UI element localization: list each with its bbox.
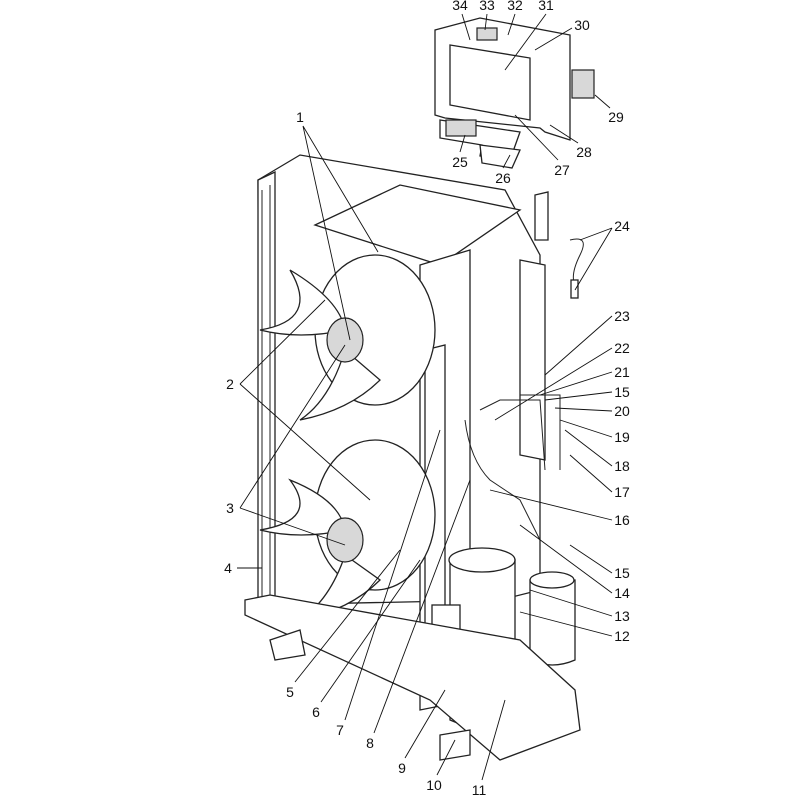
callout-21: 21: [614, 364, 630, 380]
callout-29: 29: [608, 109, 624, 125]
callout-34: 34: [452, 0, 468, 13]
callout-30: 30: [574, 17, 590, 33]
callout-9: 9: [398, 760, 406, 776]
callout-4: 4: [224, 560, 232, 576]
callout-7: 7: [336, 722, 344, 738]
callout-32: 32: [507, 0, 523, 13]
callout-19: 19: [614, 429, 630, 445]
callout-27: 27: [554, 162, 570, 178]
callout-23: 23: [614, 308, 630, 324]
callout-11: 11: [471, 782, 487, 798]
callout-8: 8: [366, 735, 374, 751]
callout-5: 5: [286, 684, 294, 700]
callout-10: 10: [426, 777, 442, 793]
control-box: [434, 17, 595, 169]
callout-18: 18: [614, 458, 630, 474]
callout-15-lower: 15: [614, 565, 630, 581]
callout-33: 33: [479, 0, 495, 13]
callout-16: 16: [614, 512, 630, 528]
callout-3: 3: [226, 500, 234, 516]
callout-31: 31: [538, 0, 554, 13]
callout-12: 12: [614, 628, 630, 644]
loose-parts: [534, 191, 584, 299]
callout-13: 13: [614, 608, 630, 624]
leader-lines: [237, 13, 613, 781]
callout-24: 24: [614, 218, 630, 234]
callout-20: 20: [614, 403, 630, 419]
callout-14: 14: [614, 585, 630, 601]
callout-15-upper: 15: [614, 384, 630, 400]
callout-28: 28: [576, 144, 592, 160]
base-pan: [244, 594, 581, 761]
callout-6: 6: [312, 704, 320, 720]
callout-22: 22: [614, 340, 630, 356]
callout-17: 17: [614, 484, 630, 500]
callout-1: 1: [296, 109, 304, 125]
callout-26: 26: [495, 170, 511, 186]
callout-25: 25: [452, 154, 468, 170]
callout-2: 2: [226, 376, 234, 392]
